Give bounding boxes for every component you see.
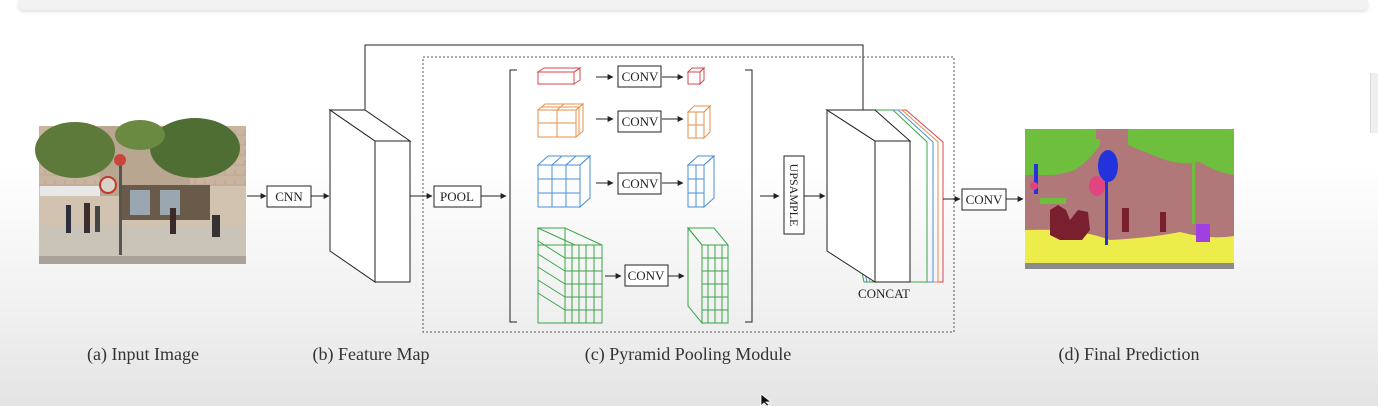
caption-input-image: (a) Input Image <box>87 344 199 365</box>
upsample-label: UPSAMPLE <box>787 164 801 227</box>
mouse-cursor-icon <box>760 394 773 406</box>
pool-level-1: CONV <box>536 65 706 88</box>
cnn-box: CNN <box>266 185 312 208</box>
pyramid-pooling-region <box>422 56 955 333</box>
conv-label-2: CONV <box>622 114 659 129</box>
final-conv-label: CONV <box>966 192 1003 207</box>
conv-label-1: CONV <box>622 69 659 84</box>
pool-level-2: CONV <box>536 102 712 140</box>
caption-final-prediction: (d) Final Prediction <box>1059 344 1200 365</box>
upsample-box: UPSAMPLE <box>783 155 805 235</box>
feature-map-block <box>328 109 412 283</box>
cnn-label: CNN <box>275 189 303 204</box>
concat-block: CONCAT <box>825 109 944 301</box>
conv-label-4: CONV <box>628 268 665 283</box>
concat-label: CONCAT <box>858 286 910 301</box>
conv-label-3: CONV <box>622 176 659 191</box>
left-bracket <box>509 69 517 323</box>
caption-feature-map: (b) Feature Map <box>313 344 430 365</box>
caption-pyramid-pooling: (c) Pyramid Pooling Module <box>585 344 791 365</box>
right-bracket <box>745 69 753 323</box>
final-conv-box: CONV <box>961 188 1007 211</box>
pool-level-4: CONV <box>537 226 730 325</box>
skip-connection-arrow <box>364 44 866 123</box>
input-image <box>35 118 246 264</box>
pool-level-3: CONV <box>536 154 716 209</box>
final-prediction-image <box>1025 129 1234 269</box>
pool-box: POOL <box>433 185 482 208</box>
side-panel-tab[interactable] <box>1370 73 1378 133</box>
pool-label: POOL <box>440 189 474 204</box>
window-top-bar <box>18 0 1368 10</box>
